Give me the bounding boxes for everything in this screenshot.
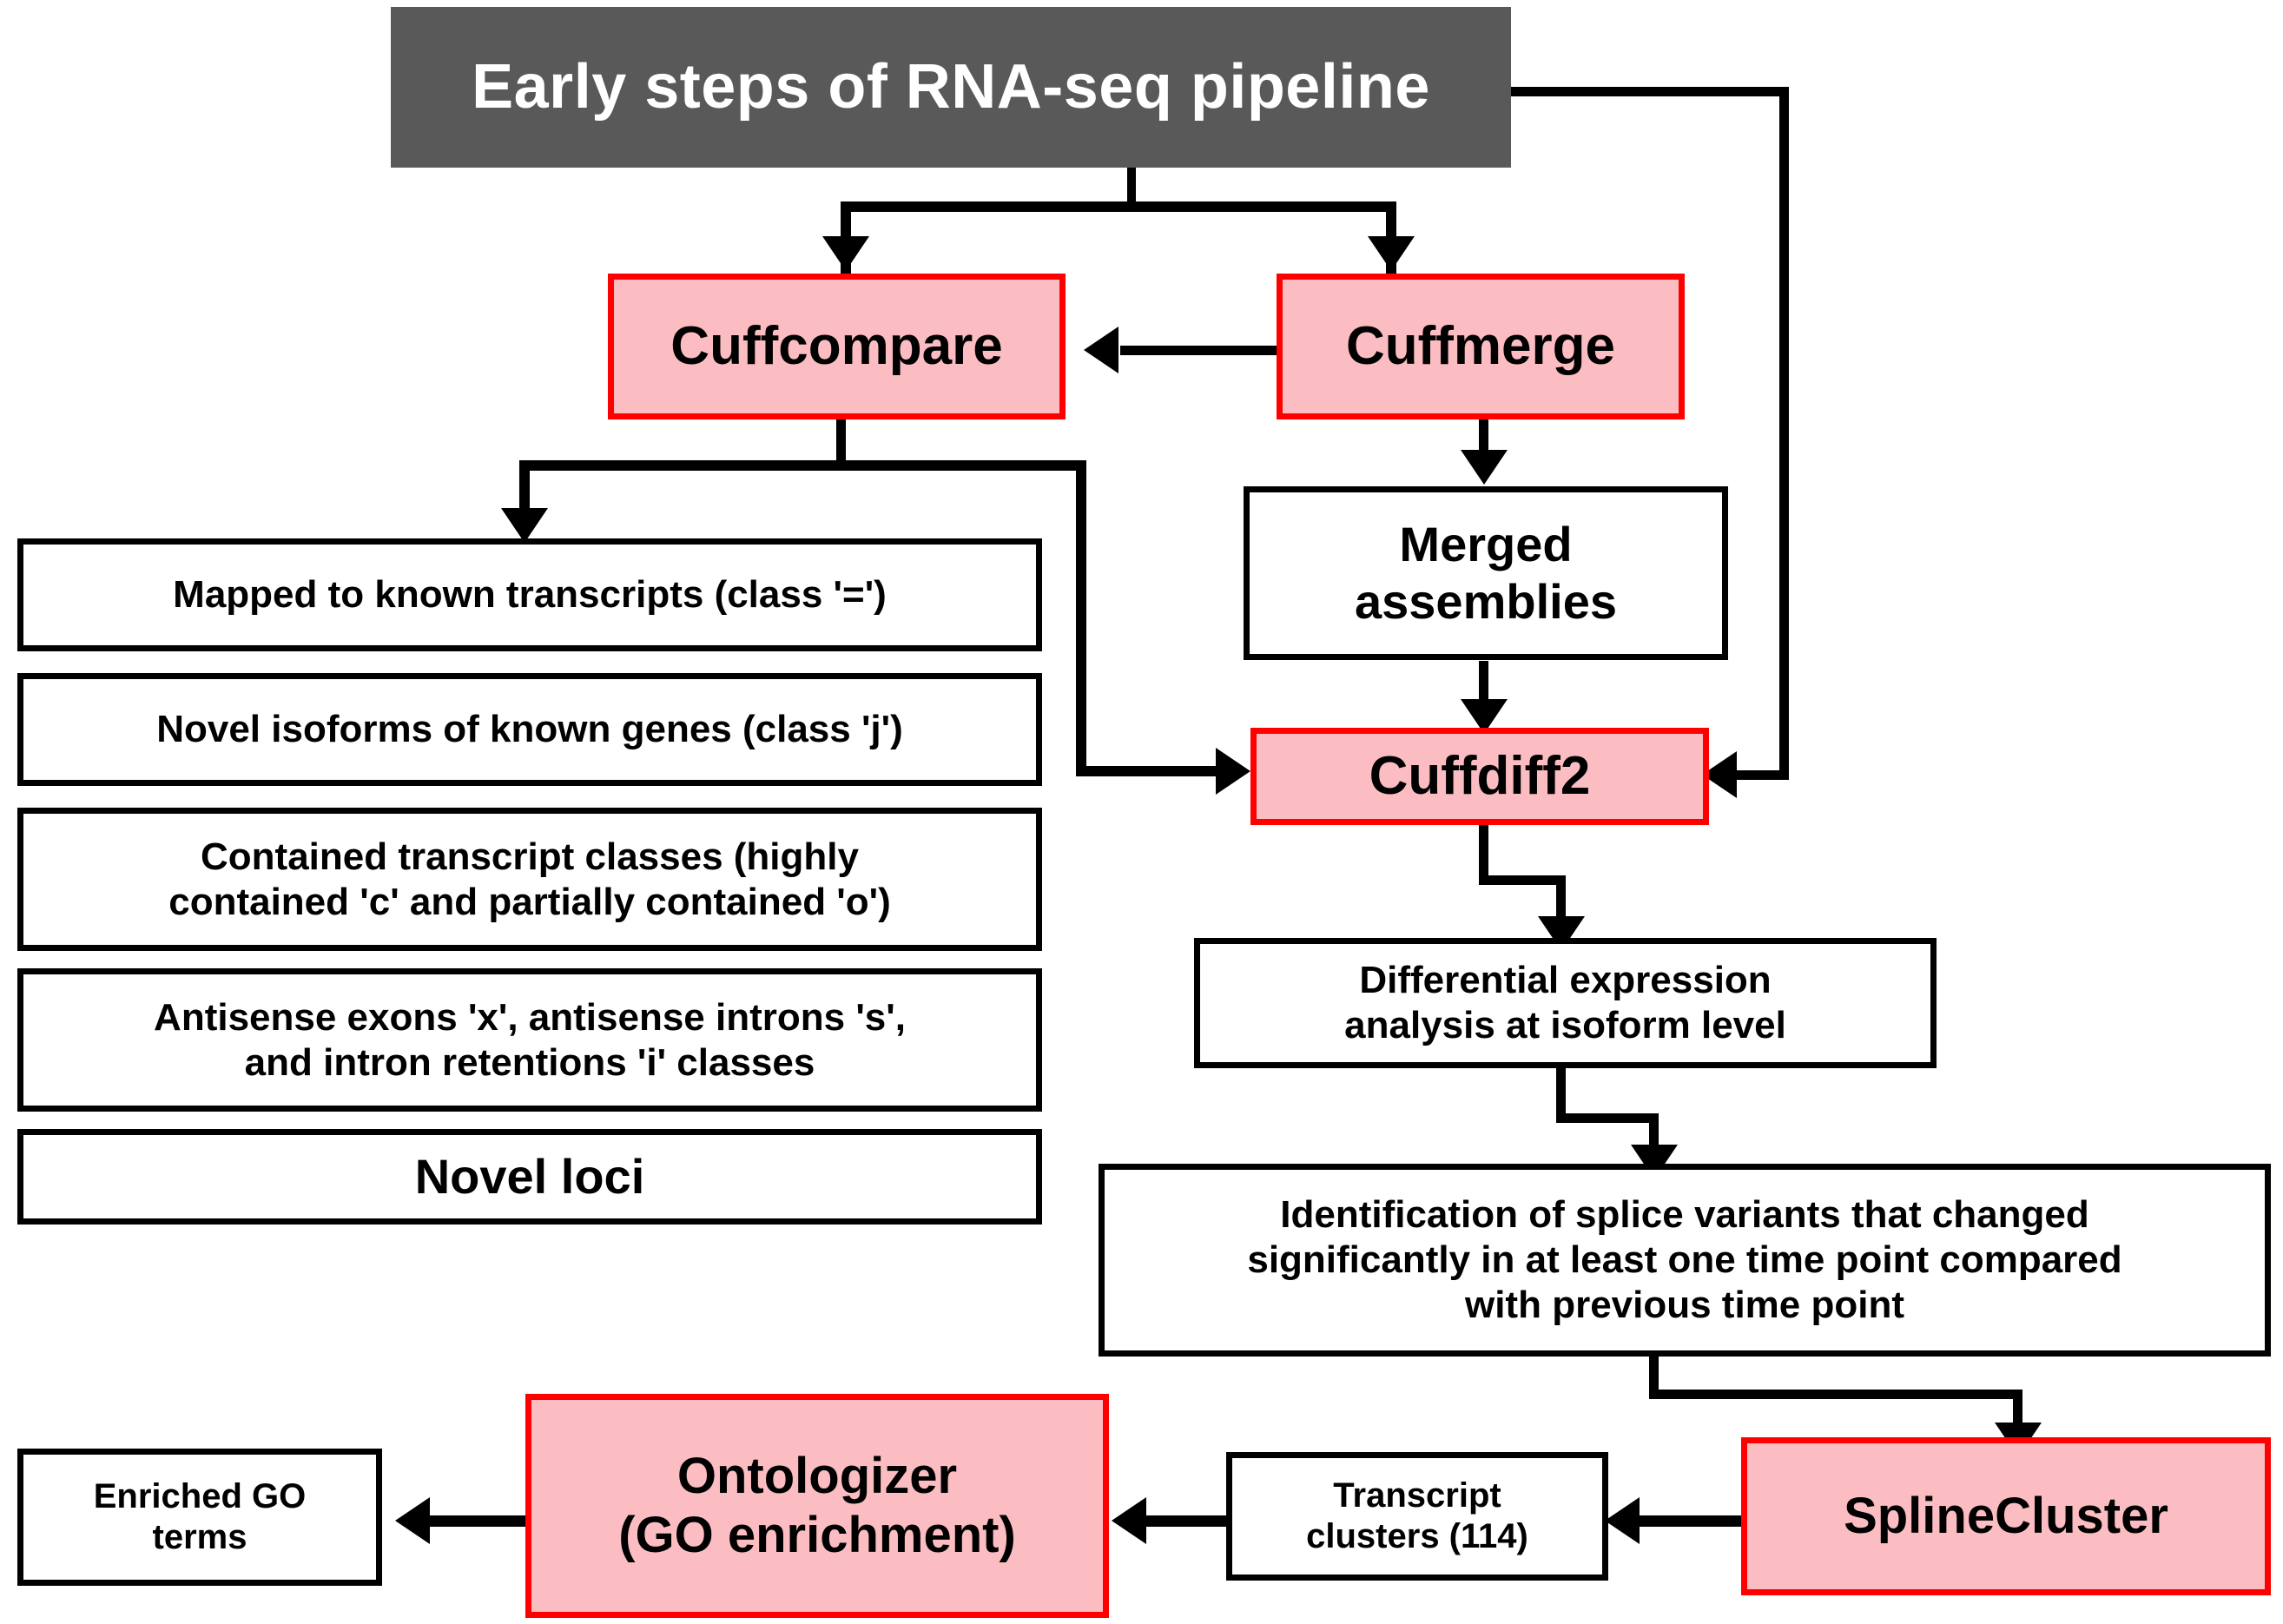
- node-enriched-go-terms-label: Enriched GO terms: [23, 1476, 376, 1558]
- node-class-j[interactable]: Novel isoforms of known genes (class 'j'…: [17, 673, 1042, 786]
- enriched-line-2: terms: [152, 1518, 247, 1556]
- node-class-antisense-label: Antisense exons 'x', antisense introns '…: [23, 995, 1036, 1086]
- connector-cuffdiff2-jog: [1479, 875, 1566, 885]
- connector-cuffmerge-to-merged: [1479, 419, 1488, 456]
- arrow-splinecluster-to-clusters: [1605, 1497, 1640, 1544]
- contained-line-2: contained 'c' and partially contained 'o…: [168, 880, 891, 923]
- connector-cuffdiff2-down2: [1556, 875, 1566, 938]
- arrow-ontologizer-to-enriched: [395, 1497, 430, 1544]
- node-class-contained-label: Contained transcript classes (highly con…: [23, 835, 1036, 925]
- node-cuffcompare-label: Cuffcompare: [670, 316, 1003, 377]
- connector-diffexpr-jog: [1556, 1113, 1659, 1123]
- node-transcript-clusters[interactable]: Transcript clusters (114): [1226, 1452, 1608, 1581]
- identification-line-1: Identification of splice variants that c…: [1280, 1193, 2089, 1237]
- connector-splinecluster-to-clusters: [1637, 1515, 1741, 1527]
- ontologizer-line-2: (GO enrichment): [618, 1507, 1016, 1563]
- node-ontologizer[interactable]: Ontologizer (GO enrichment): [525, 1394, 1109, 1618]
- diffexpr-line-1: Differential expression: [1359, 959, 1772, 1002]
- node-cuffmerge-label: Cuffmerge: [1345, 316, 1616, 377]
- node-identification[interactable]: Identification of splice variants that c…: [1099, 1164, 2271, 1357]
- clusters-line-2: clusters (114): [1306, 1517, 1528, 1555]
- node-class-equal[interactable]: Mapped to known transcripts (class '='): [17, 538, 1042, 651]
- node-class-antisense[interactable]: Antisense exons 'x', antisense introns '…: [17, 968, 1042, 1112]
- arrow-cuffmerge-to-cuffcompare: [1084, 327, 1118, 373]
- node-class-equal-label: Mapped to known transcripts (class '='): [173, 573, 887, 617]
- connector-clusters-to-ontologizer: [1145, 1515, 1240, 1527]
- clusters-line-1: Transcript: [1333, 1475, 1501, 1515]
- arrow-cuffcompare-to-classlist: [501, 508, 548, 543]
- arrow-cuffmerge-to-merged: [1461, 450, 1508, 485]
- connector-cuffcompare-to-cuffdiff2-horizontal: [1076, 766, 1224, 776]
- connector-diffexpr-down: [1556, 1068, 1566, 1122]
- node-differential-expression[interactable]: Differential expression analysis at isof…: [1194, 938, 1937, 1068]
- connector-merged-to-cuffdiff2: [1479, 661, 1488, 704]
- antisense-line-2: and intron retentions 'i' classes: [244, 1040, 815, 1084]
- arrow-title-to-cuffmerge: [1368, 236, 1415, 271]
- arrow-title-to-cuffcompare: [822, 236, 869, 271]
- connector-title-split-bar: [841, 201, 1396, 212]
- node-identification-label: Identification of splice variants that c…: [1105, 1192, 2265, 1328]
- node-merged-assemblies[interactable]: Merged assemblies: [1244, 486, 1728, 660]
- node-cuffdiff2[interactable]: Cuffdiff2: [1250, 728, 1709, 825]
- arrow-clusters-to-ontologizer: [1112, 1497, 1146, 1544]
- arrow-cuffcompare-to-cuffdiff2: [1216, 748, 1250, 795]
- identification-line-2: significantly in at least one time point…: [1247, 1238, 2122, 1282]
- node-cuffcompare[interactable]: Cuffcompare: [608, 274, 1066, 419]
- connector-title-right-rail-vertical: [1779, 87, 1789, 779]
- node-differential-expression-label: Differential expression analysis at isof…: [1200, 958, 1930, 1048]
- node-novel-loci[interactable]: Novel loci: [17, 1129, 1042, 1225]
- node-splinecluster[interactable]: SplineCluster: [1741, 1437, 2271, 1595]
- node-ontologizer-label: Ontologizer (GO enrichment): [531, 1447, 1103, 1566]
- connector-cuffdiff2-down: [1479, 825, 1488, 884]
- identification-line-3: with previous time point: [1464, 1283, 1905, 1326]
- node-enriched-go-terms[interactable]: Enriched GO terms: [17, 1449, 382, 1586]
- node-cuffdiff2-label: Cuffdiff2: [1369, 746, 1591, 807]
- connector-ontologizer-to-enriched: [430, 1515, 530, 1527]
- connector-cuffcompare-to-cuffdiff2-vertical: [1076, 460, 1086, 776]
- connector-identification-jog: [1649, 1390, 2022, 1399]
- connector-cuffcompare-split-bar: [519, 460, 1085, 471]
- connector-title-right-rail-bottom: [1735, 770, 1789, 780]
- merged-line-2: assemblies: [1355, 574, 1617, 629]
- connector-title-right-rail-top: [1511, 87, 1789, 96]
- ontologizer-line-1: Ontologizer: [676, 1447, 958, 1504]
- diagram-title: Early steps of RNA-seq pipeline: [472, 52, 1430, 122]
- node-transcript-clusters-label: Transcript clusters (114): [1232, 1475, 1602, 1557]
- node-novel-loci-label: Novel loci: [414, 1148, 645, 1204]
- node-class-contained[interactable]: Contained transcript classes (highly con…: [17, 808, 1042, 951]
- node-merged-assemblies-label: Merged assemblies: [1250, 516, 1722, 630]
- diffexpr-line-2: analysis at isoform level: [1344, 1004, 1786, 1046]
- connector-cuffcompare-to-classlist-line: [519, 460, 530, 523]
- connector-cuffmerge-to-cuffcompare: [1120, 346, 1277, 355]
- connector-title-stem: [1127, 165, 1136, 210]
- node-cuffmerge[interactable]: Cuffmerge: [1277, 274, 1685, 419]
- enriched-line-1: Enriched GO: [93, 1476, 307, 1515]
- connector-cuffcompare-stem: [836, 419, 846, 469]
- connector-diffexpr-down2: [1649, 1113, 1659, 1162]
- node-splinecluster-label: SplineCluster: [1844, 1487, 2168, 1544]
- antisense-line-1: Antisense exons 'x', antisense introns '…: [154, 995, 906, 1039]
- connector-identification-down2: [2013, 1390, 2022, 1440]
- connector-identification-down: [1649, 1355, 1659, 1398]
- diagram-title-box: Early steps of RNA-seq pipeline: [391, 7, 1511, 168]
- contained-line-1: Contained transcript classes (highly: [201, 835, 859, 878]
- node-class-j-label: Novel isoforms of known genes (class 'j'…: [156, 708, 903, 751]
- merged-line-1: Merged: [1399, 516, 1573, 571]
